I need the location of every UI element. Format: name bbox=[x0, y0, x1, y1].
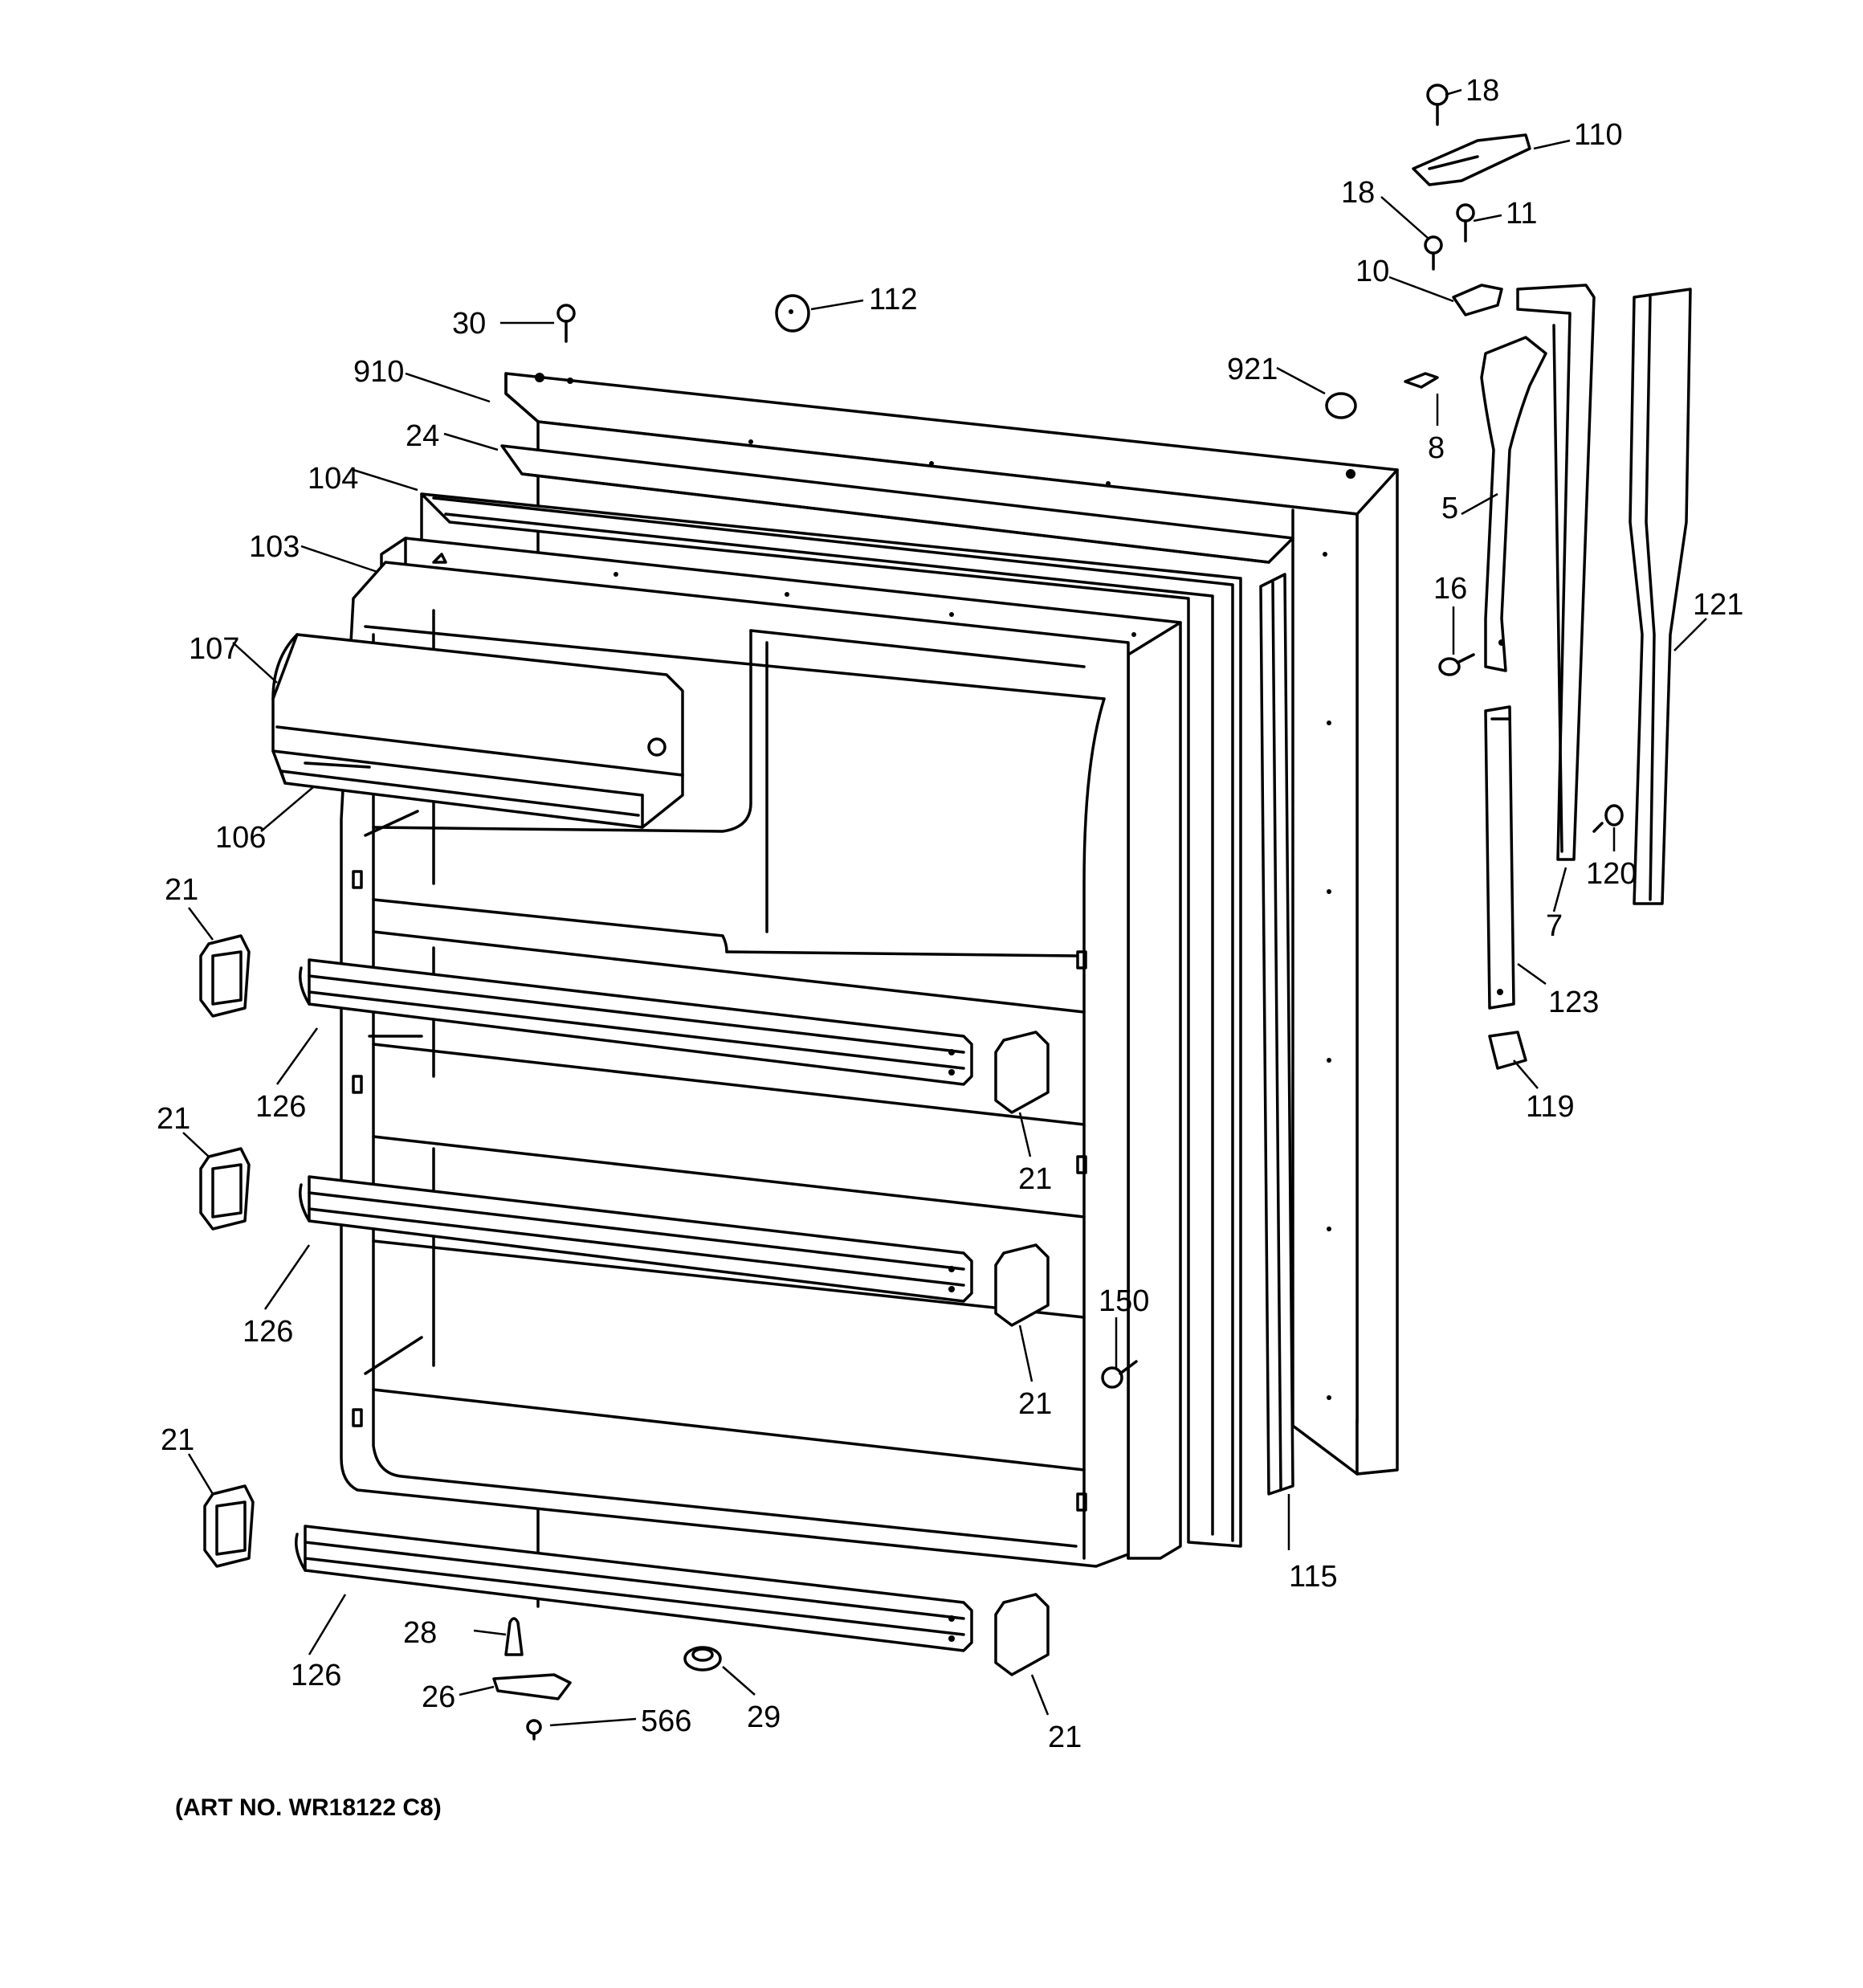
shelf-end-right-2 bbox=[994, 1243, 1050, 1327]
callout-8: 8 bbox=[1428, 431, 1445, 465]
callout-112: 112 bbox=[869, 283, 918, 316]
leader-lines bbox=[182, 88, 1707, 1727]
plug-921 bbox=[1325, 392, 1357, 419]
callout-107: 107 bbox=[189, 632, 239, 666]
shelf-bar-lower bbox=[295, 1525, 973, 1652]
screw-16 bbox=[1438, 653, 1475, 676]
callout-119: 119 bbox=[1526, 1090, 1575, 1124]
plug-112 bbox=[775, 294, 810, 333]
magnetic-strip bbox=[1259, 573, 1294, 1496]
screw-120 bbox=[1592, 804, 1624, 833]
callout-7: 7 bbox=[1546, 909, 1563, 943]
callout-104: 104 bbox=[308, 462, 358, 496]
callout-106: 106 bbox=[215, 821, 266, 855]
callout-120: 120 bbox=[1586, 857, 1637, 891]
callout-18-mid: 18 bbox=[1341, 176, 1375, 210]
breaker-strip bbox=[500, 444, 1294, 564]
callout-121: 121 bbox=[1693, 588, 1743, 622]
screw-11 bbox=[1456, 203, 1475, 243]
handle-5 bbox=[1480, 336, 1547, 672]
callout-123: 123 bbox=[1548, 986, 1599, 1019]
callout-26: 26 bbox=[422, 1680, 455, 1714]
callout-21-left-2: 21 bbox=[157, 1102, 190, 1136]
callout-21-left-1: 21 bbox=[165, 873, 198, 907]
callout-126-upper: 126 bbox=[255, 1090, 306, 1124]
screw-150 bbox=[1101, 1360, 1138, 1389]
callout-24: 24 bbox=[406, 419, 439, 453]
callout-30: 30 bbox=[452, 307, 486, 341]
callout-11: 11 bbox=[1506, 197, 1537, 231]
shelf-bar-middle bbox=[299, 1175, 973, 1303]
callout-labels: 18 110 18 11 10 30 112 921 910 8 24 104 … bbox=[157, 74, 1743, 1754]
spacer-123 bbox=[1484, 705, 1515, 1010]
screw-566 bbox=[526, 1719, 542, 1741]
dairy-compartment-door bbox=[271, 633, 684, 829]
callout-16: 16 bbox=[1433, 572, 1467, 606]
callout-21-right-3: 21 bbox=[1048, 1721, 1082, 1754]
hinge-plate-10 bbox=[1452, 284, 1503, 316]
callout-28: 28 bbox=[403, 1616, 437, 1650]
callout-110: 110 bbox=[1574, 118, 1623, 152]
shelf-end-left-2 bbox=[199, 1147, 251, 1231]
callout-910: 910 bbox=[353, 355, 404, 389]
callout-126-lower: 126 bbox=[291, 1659, 341, 1692]
callout-103: 103 bbox=[249, 530, 300, 564]
hinge-plate-26 bbox=[492, 1673, 572, 1700]
bushing-29 bbox=[683, 1646, 722, 1672]
clip-119 bbox=[1488, 1031, 1527, 1070]
callout-18-top: 18 bbox=[1466, 74, 1499, 108]
hinge-cover-110 bbox=[1412, 133, 1531, 186]
shelf-end-left-3 bbox=[203, 1484, 255, 1568]
callout-21-right-2: 21 bbox=[1018, 1387, 1052, 1421]
pin-28 bbox=[504, 1617, 524, 1656]
handle-trim-121 bbox=[1629, 288, 1692, 905]
art-number: (ART NO. WR18122 C8) bbox=[175, 1794, 442, 1821]
shelf-bar-upper bbox=[299, 958, 973, 1086]
callout-921: 921 bbox=[1227, 353, 1278, 386]
screw-18-top bbox=[1426, 84, 1449, 126]
screw-30 bbox=[556, 304, 576, 343]
screw-18-mid bbox=[1424, 235, 1443, 271]
handle-mount-7 bbox=[1516, 284, 1596, 861]
shelf-end-right-1 bbox=[994, 1031, 1050, 1114]
callout-566: 566 bbox=[641, 1704, 691, 1738]
callout-150: 150 bbox=[1099, 1284, 1149, 1318]
callout-126-middle: 126 bbox=[243, 1315, 293, 1349]
callout-115: 115 bbox=[1289, 1560, 1338, 1594]
shelf-end-left-1 bbox=[199, 934, 251, 1018]
bracket-8 bbox=[1404, 372, 1439, 389]
callout-10: 10 bbox=[1355, 255, 1389, 288]
callout-21-right-1: 21 bbox=[1018, 1162, 1052, 1196]
callout-5: 5 bbox=[1441, 492, 1458, 525]
callout-29: 29 bbox=[747, 1700, 781, 1734]
shelf-end-right-3 bbox=[994, 1593, 1050, 1676]
callout-21-left-3: 21 bbox=[161, 1423, 194, 1457]
